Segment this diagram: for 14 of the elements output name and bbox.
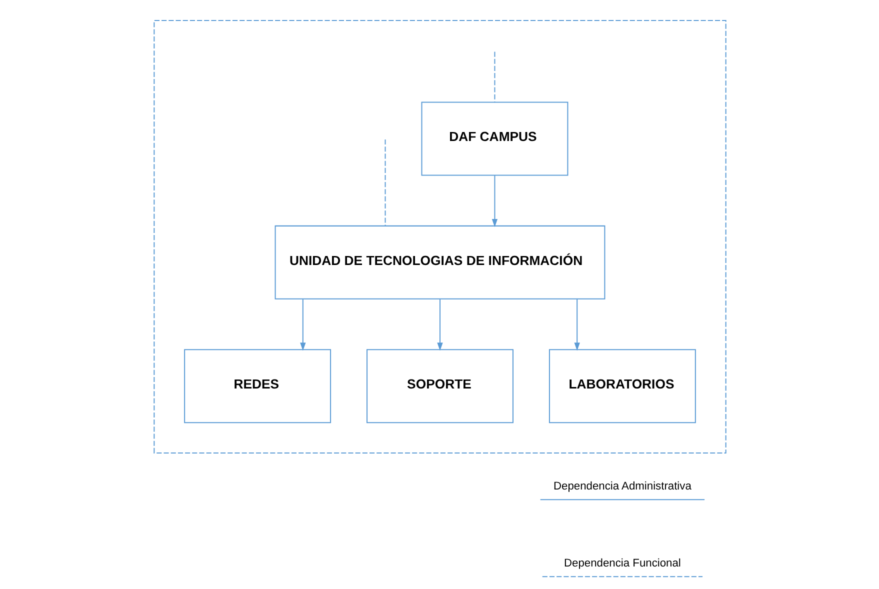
node-box: SOPORTE (366, 349, 513, 424)
node-box: LABORATORIOS (548, 349, 696, 424)
arrow (574, 299, 580, 351)
node-box: REDES (184, 349, 331, 424)
node-box: UNIDAD DE TECNOLOGIAS DE INFORMACIÓN (274, 225, 605, 300)
arrow (491, 176, 498, 228)
connector (494, 52, 495, 102)
cluster (153, 20, 726, 454)
arrow (436, 299, 442, 351)
connector (384, 140, 386, 226)
arrow (300, 299, 306, 351)
legend-label: Dependencia Administrativa (552, 480, 691, 492)
node-box: DAF CAMPUS (420, 102, 568, 176)
legend-label: Dependencia Funcional (563, 557, 680, 570)
